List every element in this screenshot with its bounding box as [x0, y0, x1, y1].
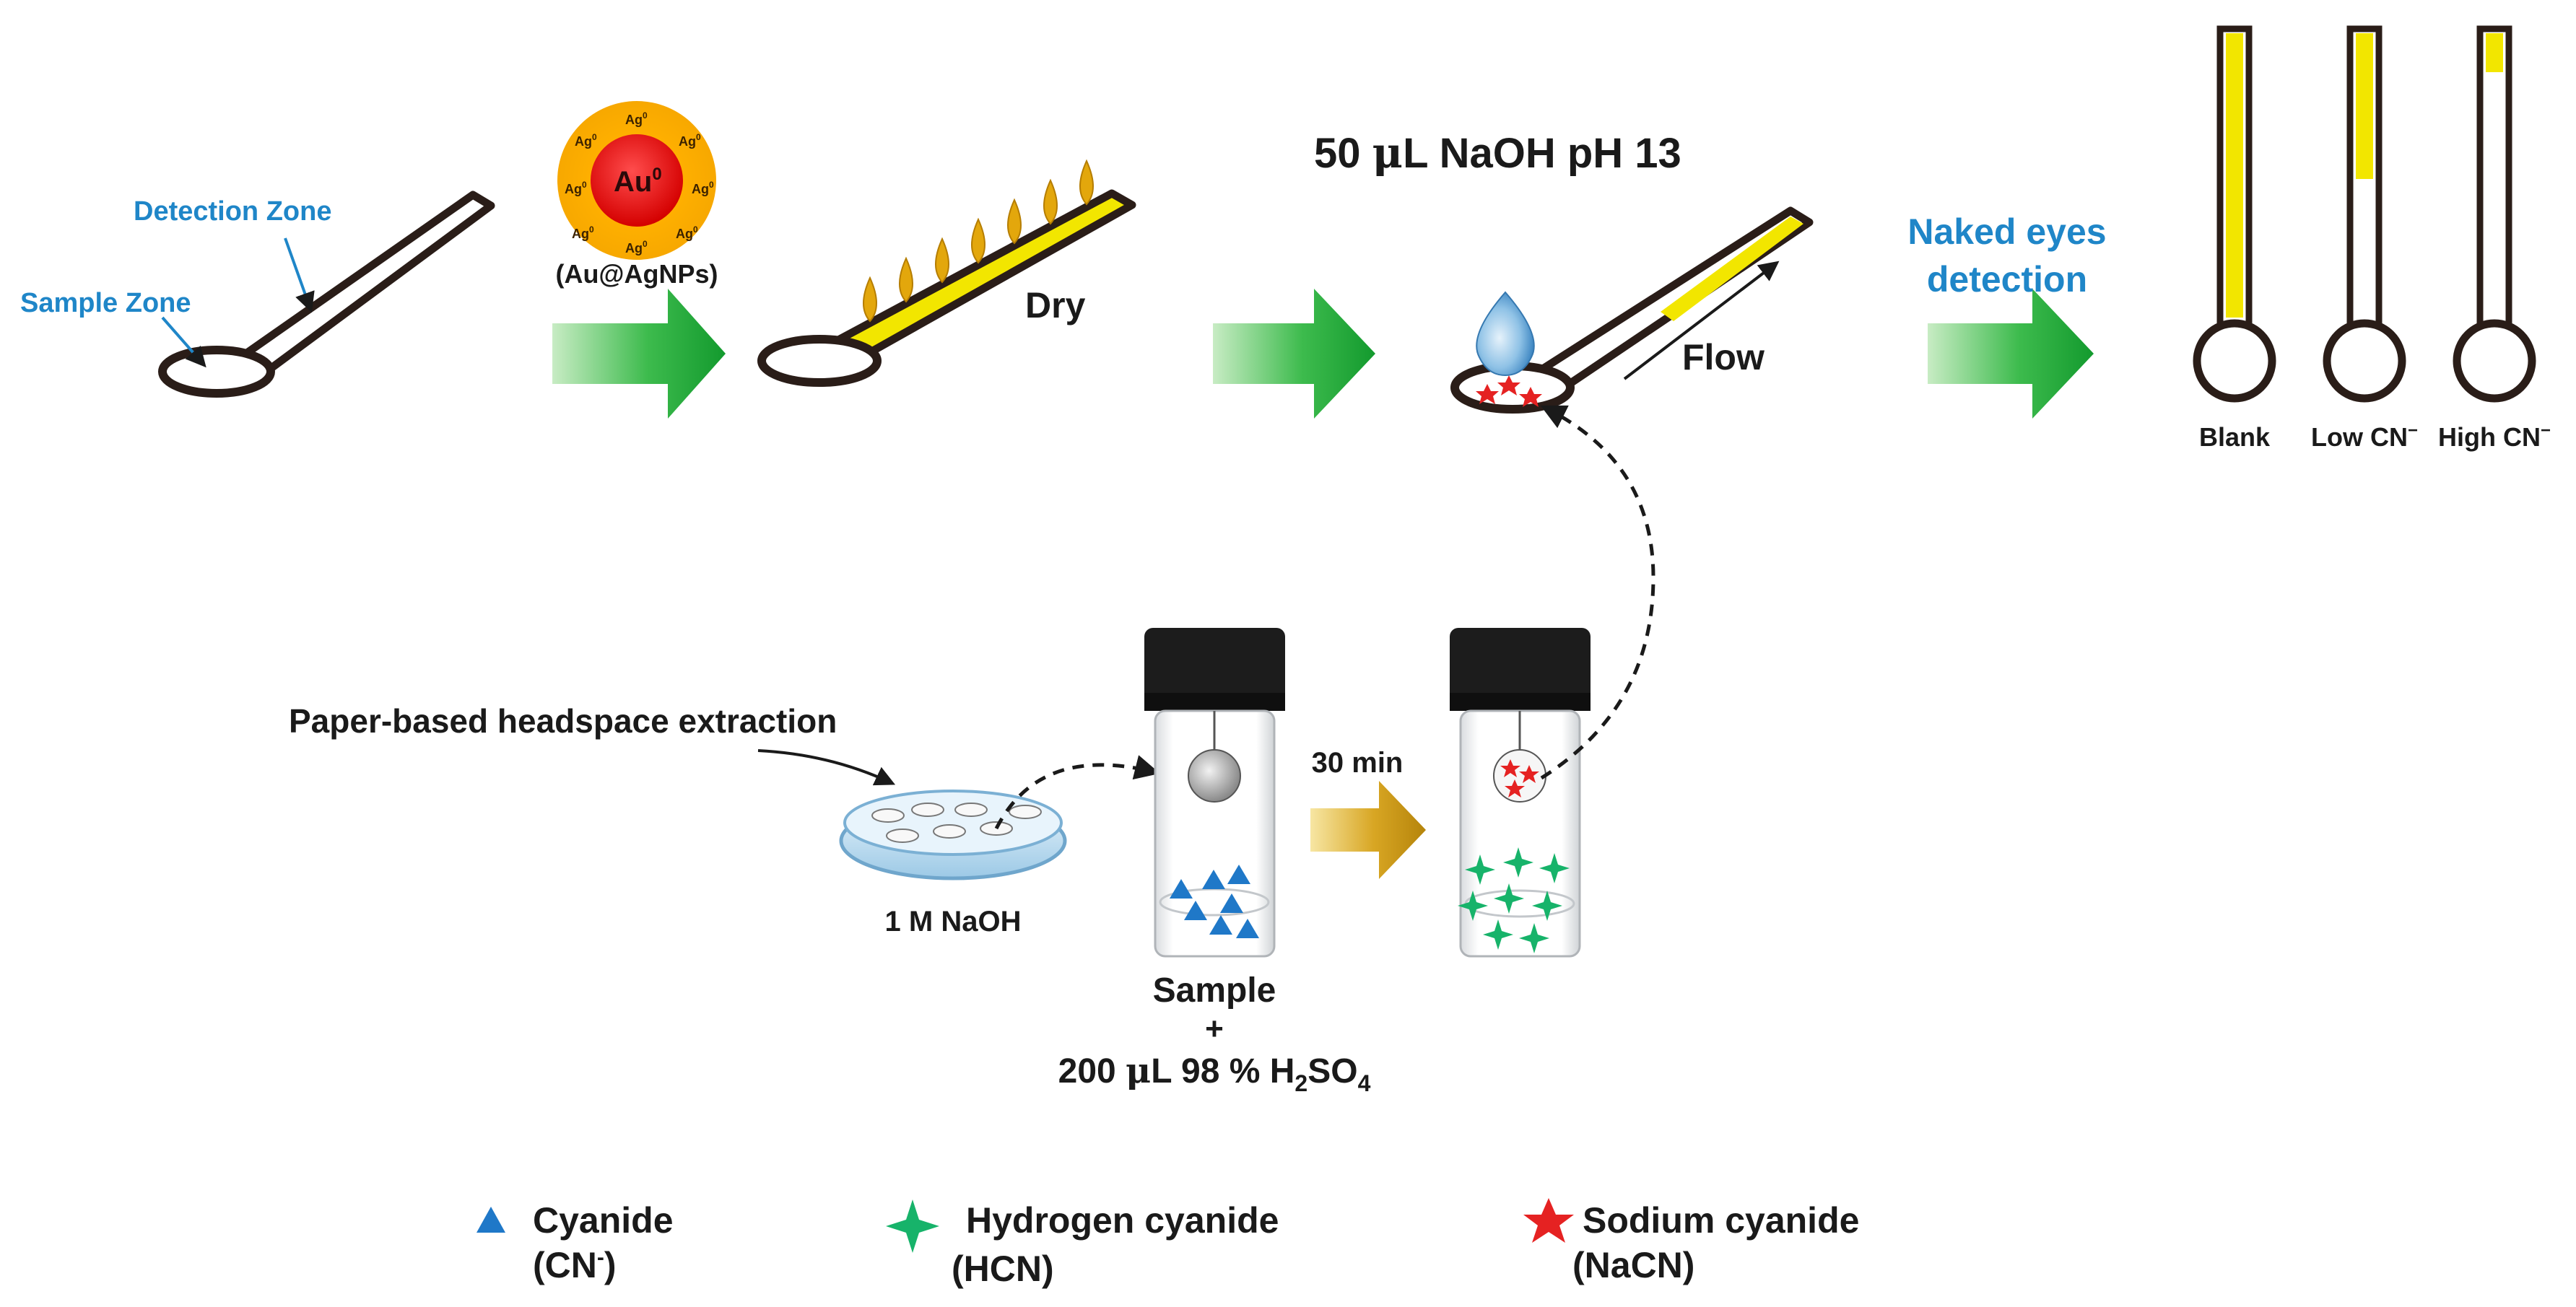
au-core — [591, 134, 683, 227]
reaction-vial — [1450, 628, 1591, 958]
legend-nacn-icon — [1523, 1198, 1574, 1243]
dry-label: Dry — [1025, 285, 1086, 325]
device-outline-loaded — [817, 189, 1136, 370]
extraction-pointer — [757, 749, 896, 786]
strip-sample-bulb — [2453, 319, 2536, 403]
paper-discs — [871, 803, 1042, 843]
strip-sample-bulb — [2193, 319, 2276, 403]
gold-arrow — [1310, 781, 1426, 879]
paper-ball — [1188, 749, 1241, 803]
legend-nacn-name: Sodium cyanide — [1583, 1200, 1859, 1241]
svg-text:Ag0: Ag0 — [572, 224, 594, 241]
strip-sample-bulb — [2323, 319, 2406, 403]
strip-stem — [2476, 25, 2512, 330]
arrow-step3-to-step4 — [1928, 289, 2094, 419]
svg-text:Ag0: Ag0 — [625, 110, 648, 127]
water-drop — [1476, 291, 1535, 377]
nanoparticle-droplets — [863, 159, 1094, 323]
svg-text:Ag0: Ag0 — [565, 180, 587, 196]
strip-label: Blank — [2199, 422, 2271, 452]
svg-text:Ag0: Ag0 — [625, 239, 648, 255]
step3-flow-device: 50 μL NaOH pH 13 Flow — [1314, 128, 1814, 414]
detection-zone-label: Detection Zone — [134, 196, 331, 227]
legend-cyanide-name: Cyanide — [533, 1200, 674, 1241]
flow-label: Flow — [1682, 337, 1765, 377]
arrow-step2-to-step3 — [1213, 289, 1375, 419]
nacn-stars-on-device — [1476, 375, 1542, 407]
naoh-title: 50 μL NaOH pH 13 — [1314, 128, 1681, 178]
result-strip-3: High CN− — [2438, 25, 2551, 452]
extraction-title: Paper-based headspace extraction — [289, 702, 837, 740]
sample-zone-pointer — [161, 316, 206, 368]
dish-label: 1 M NaOH — [885, 906, 1022, 937]
svg-text:Ag0: Ag0 — [676, 224, 698, 241]
strip-label: Low CN− — [2311, 421, 2418, 452]
legend-cyanide-icon — [477, 1207, 505, 1233]
device-outline — [222, 191, 495, 388]
nacn-stars-in-vial — [1500, 759, 1539, 797]
svg-text:Ag0: Ag0 — [575, 132, 597, 149]
legend-hcn-name: Hydrogen cyanide — [966, 1200, 1279, 1241]
strip-color-fill — [2226, 33, 2243, 318]
legend: Cyanide (CN-) Hydrogen cyanide (HCN) Sod… — [477, 1198, 1859, 1289]
strip-color-fill — [2356, 33, 2373, 179]
flow-yellow-region — [1661, 217, 1803, 321]
arrow-step1-to-step2 — [552, 289, 726, 419]
sample-zone-circle — [158, 346, 275, 398]
sample-vial — [1144, 628, 1285, 958]
result-strip-2: Low CN− — [2311, 25, 2418, 452]
svg-text:Ag0: Ag0 — [692, 180, 714, 196]
strip-color-fill — [2486, 33, 2503, 72]
petri-dish — [839, 790, 1067, 880]
step2-loaded-device: Dry — [757, 159, 1136, 387]
naked-eyes-line2: detection — [1927, 259, 2087, 300]
detection-zone-pointer — [284, 237, 315, 313]
au-ag-nanoparticle: Au0 Ag0 Ag0 Ag0 Ag0 Ag0 Ag0 Ag0 Ag0 (Au@… — [555, 101, 718, 289]
flow-direction-arrow — [1623, 261, 1780, 380]
sample-line2: + — [1205, 1011, 1224, 1046]
legend-cyanide-formula: (CN-) — [533, 1245, 617, 1285]
nanoparticle-caption: (Au@AgNPs) — [555, 259, 718, 289]
time-label: 30 min — [1312, 747, 1404, 779]
legend-nacn-formula: (NaCN) — [1572, 1245, 1694, 1285]
result-strips: Blank Low CN− High CN− — [2193, 25, 2551, 452]
strip-label: High CN− — [2438, 421, 2551, 452]
ag-shell-labels: Ag0 Ag0 Ag0 Ag0 Ag0 Ag0 Ag0 Ag0 — [565, 110, 714, 255]
svg-text:Ag0: Ag0 — [679, 132, 701, 149]
sample-zone-circle-2 — [757, 335, 882, 387]
legend-hcn-formula: (HCN) — [952, 1249, 1054, 1289]
vial-cap — [1144, 628, 1285, 711]
cyanide-triangles — [1170, 865, 1259, 938]
core-label: Au0 — [614, 165, 662, 198]
result-strip-1: Blank — [2193, 25, 2276, 452]
naked-eyes-line1: Naked eyes — [1907, 211, 2106, 252]
sample-line1: Sample — [1153, 971, 1276, 1010]
sample-zone-label: Sample Zone — [20, 288, 191, 318]
hcn-stars — [1458, 847, 1570, 953]
dish-to-vial-dashed — [994, 755, 1160, 830]
legend-hcn-icon — [886, 1199, 939, 1253]
sample-line3: 200 μL 98 % H2SO4 — [1058, 1051, 1371, 1096]
step1-paper-device: Detection Zone Sample Zone — [20, 191, 495, 398]
